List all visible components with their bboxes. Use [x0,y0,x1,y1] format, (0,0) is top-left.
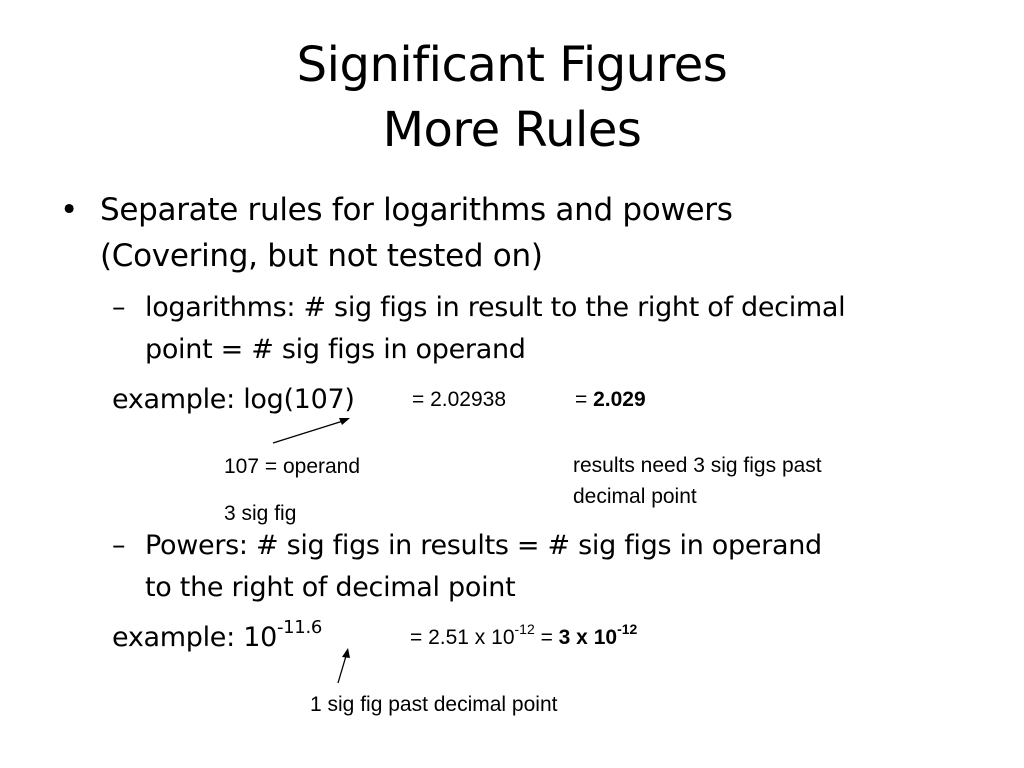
operand-arrow [272,418,350,444]
logs-rule-line-2: point = # sig figs in operand [145,334,526,365]
slide-title-line-2: More Rules [382,102,642,158]
powers-example-exponent: -11.6 [276,617,323,638]
powers-result-exponent: -12 [514,621,535,637]
logs-example-label: example: log(107) [112,384,355,415]
bullet-marker: • [60,192,78,228]
powers-rounded-value: 3 x 10-12 [558,621,638,649]
logs-dash: – [112,292,126,323]
logs-note-result-line-2: decimal point [573,485,697,508]
logs-example-result: = 2.02938 [412,388,507,411]
logs-example-rounded: = 2.029 [575,388,646,411]
powers-example-label: example: 10-11.6 [112,617,323,654]
logs-note-result-line-1: results need 3 sig figs past [573,454,822,477]
bullet-text-line-2: (Covering, but not tested on) [100,238,543,274]
exponent-arrow [337,648,350,684]
powers-rule-line-2: to the right of decimal point [145,572,516,603]
slide-title-line-1: Significant Figures [296,37,728,93]
logs-note-operand-line-1: 107 = operand [224,455,361,478]
powers-rounded-exponent: -12 [617,621,638,637]
bullet-text-line-1: Separate rules for logarithms and powers [100,192,733,228]
powers-dash: – [112,530,126,561]
logs-rule-line-1: logarithms: # sig figs in result to the … [145,292,846,323]
powers-rule-line-1: Powers: # sig figs in results = # sig fi… [145,530,822,561]
powers-example-result: = 2.51 x 10-12 = 3 x 10-12 [410,621,638,649]
logs-note-operand-line-2: 3 sig fig [224,502,297,525]
powers-note: 1 sig fig past decimal point [310,693,558,716]
logs-rounded-value: 2.029 [593,388,646,411]
